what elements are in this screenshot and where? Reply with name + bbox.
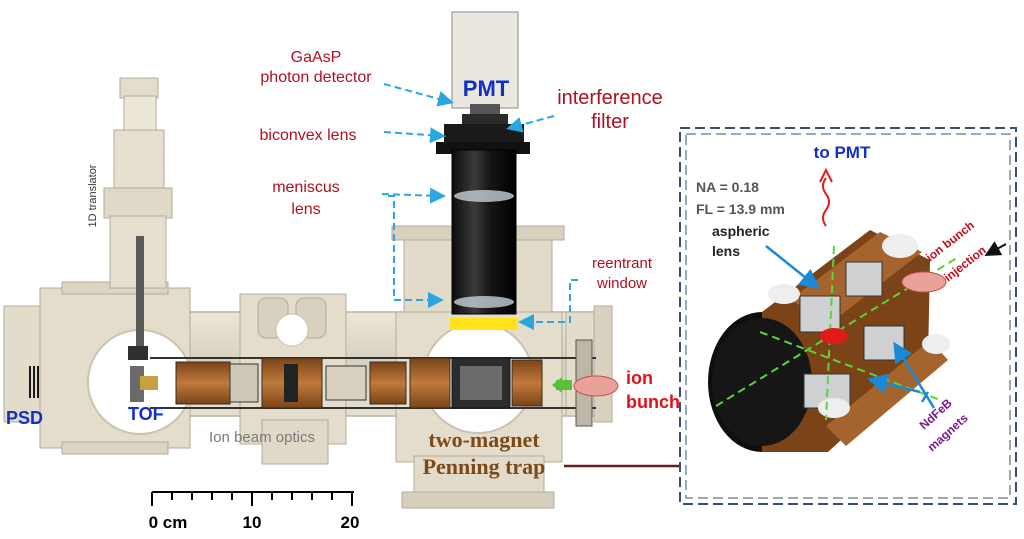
gaasp-label-2: photon detector <box>260 69 372 86</box>
callout-arrows <box>381 83 578 330</box>
aspheric-label-2: lens <box>712 243 740 259</box>
meniscus-label-1: meniscus <box>272 179 340 196</box>
tof-label: TOF <box>128 404 164 424</box>
to-pmt-label: to PMT <box>814 143 871 162</box>
translator-label: 1D translator <box>87 164 99 227</box>
psd-label: PSD <box>6 408 43 428</box>
na-label: NA = 0.18 <box>696 179 759 195</box>
interference-label-2: filter <box>591 111 629 133</box>
interference-label-1: interference <box>557 87 663 109</box>
ion-label-1: ion <box>626 368 653 388</box>
fl-label: FL = 13.9 mm <box>696 201 785 217</box>
translator-assembly <box>103 77 173 402</box>
aspheric-label-1: aspheric <box>712 223 770 239</box>
ion-bunch-main <box>552 375 619 397</box>
injection-arrow <box>984 241 1007 256</box>
inset-arrows <box>765 245 936 409</box>
psd-detector <box>29 366 39 398</box>
scale-tick-10: 10 <box>243 513 262 532</box>
scale-bar <box>151 491 354 506</box>
ion-label-2: bunch <box>626 392 680 412</box>
reentrant-window-glass <box>450 318 518 330</box>
trap-label-1: two-magnet <box>428 427 540 452</box>
reentrant-label-1: reentrant <box>592 255 653 272</box>
gaasp-label-1: GaAsP <box>291 49 342 66</box>
scale-tick-0: 0 cm <box>149 513 188 532</box>
reentrant-label-2: window <box>596 275 647 292</box>
pmt-assembly <box>436 11 530 330</box>
biconvex-label: biconvex lens <box>260 127 357 144</box>
trap-label-2: Penning trap <box>423 454 546 479</box>
ion-beam-optics-label: Ion beam optics <box>209 429 315 446</box>
meniscus-label-2: lens <box>291 201 320 218</box>
pmt-label: PMT <box>463 76 510 101</box>
scale-tick-20: 20 <box>341 513 360 532</box>
